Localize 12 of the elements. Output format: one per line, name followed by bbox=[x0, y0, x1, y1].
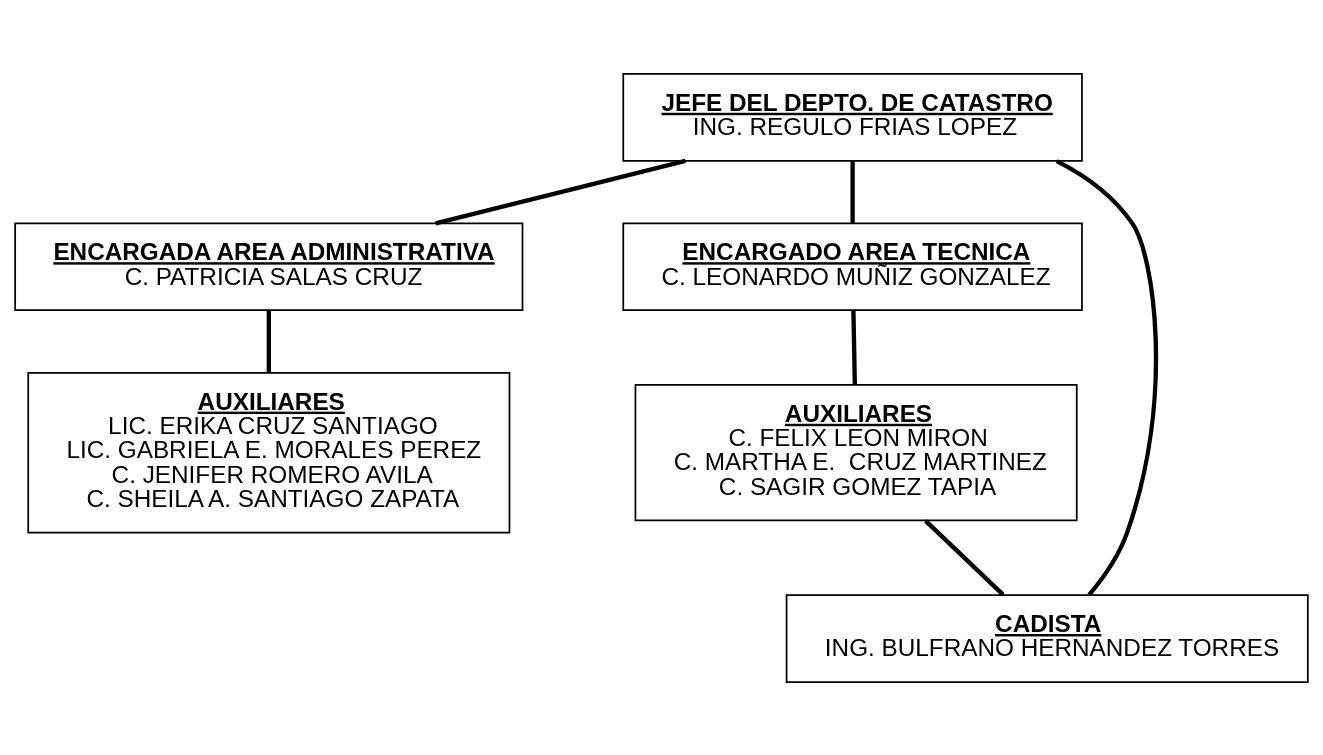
node-box: ENCARGADO AREA TECNICA C. LEONARDO MUÑIZ GONZALEZ bbox=[622, 222, 1083, 311]
node-box: CADISTA ING. BULFRANO HERNANDEZ TORRES bbox=[785, 593, 1309, 683]
node-box: AUXILIARES C. FELIX LEON MIRON C. MARTHA E. CRUZ MARTINEZ C. SAGIR GOMEZ TAPIA bbox=[634, 383, 1078, 521]
node-box: ENCARGADA AREA ADMINISTRATIVA C. PATRICIA SALAS CRUZ bbox=[14, 222, 524, 311]
node-box: JEFE DEL DEPTO. DE CATASTRO ING. REGULO FRIAS LOPEZ bbox=[622, 72, 1083, 162]
connector bbox=[1055, 158, 1159, 596]
connector bbox=[266, 309, 271, 373]
connector bbox=[924, 518, 1005, 596]
connector bbox=[851, 309, 857, 384]
node-box: AUXILIARES LIC. ERIKA CRUZ SANTIAGO LIC. GABRIELA E. MORALES PEREZ C. JENIFER ROMERO AVILA C. SHEILA A. SANTIAGO ZAPATA bbox=[27, 371, 511, 533]
connector bbox=[435, 158, 686, 225]
connector bbox=[850, 160, 855, 223]
